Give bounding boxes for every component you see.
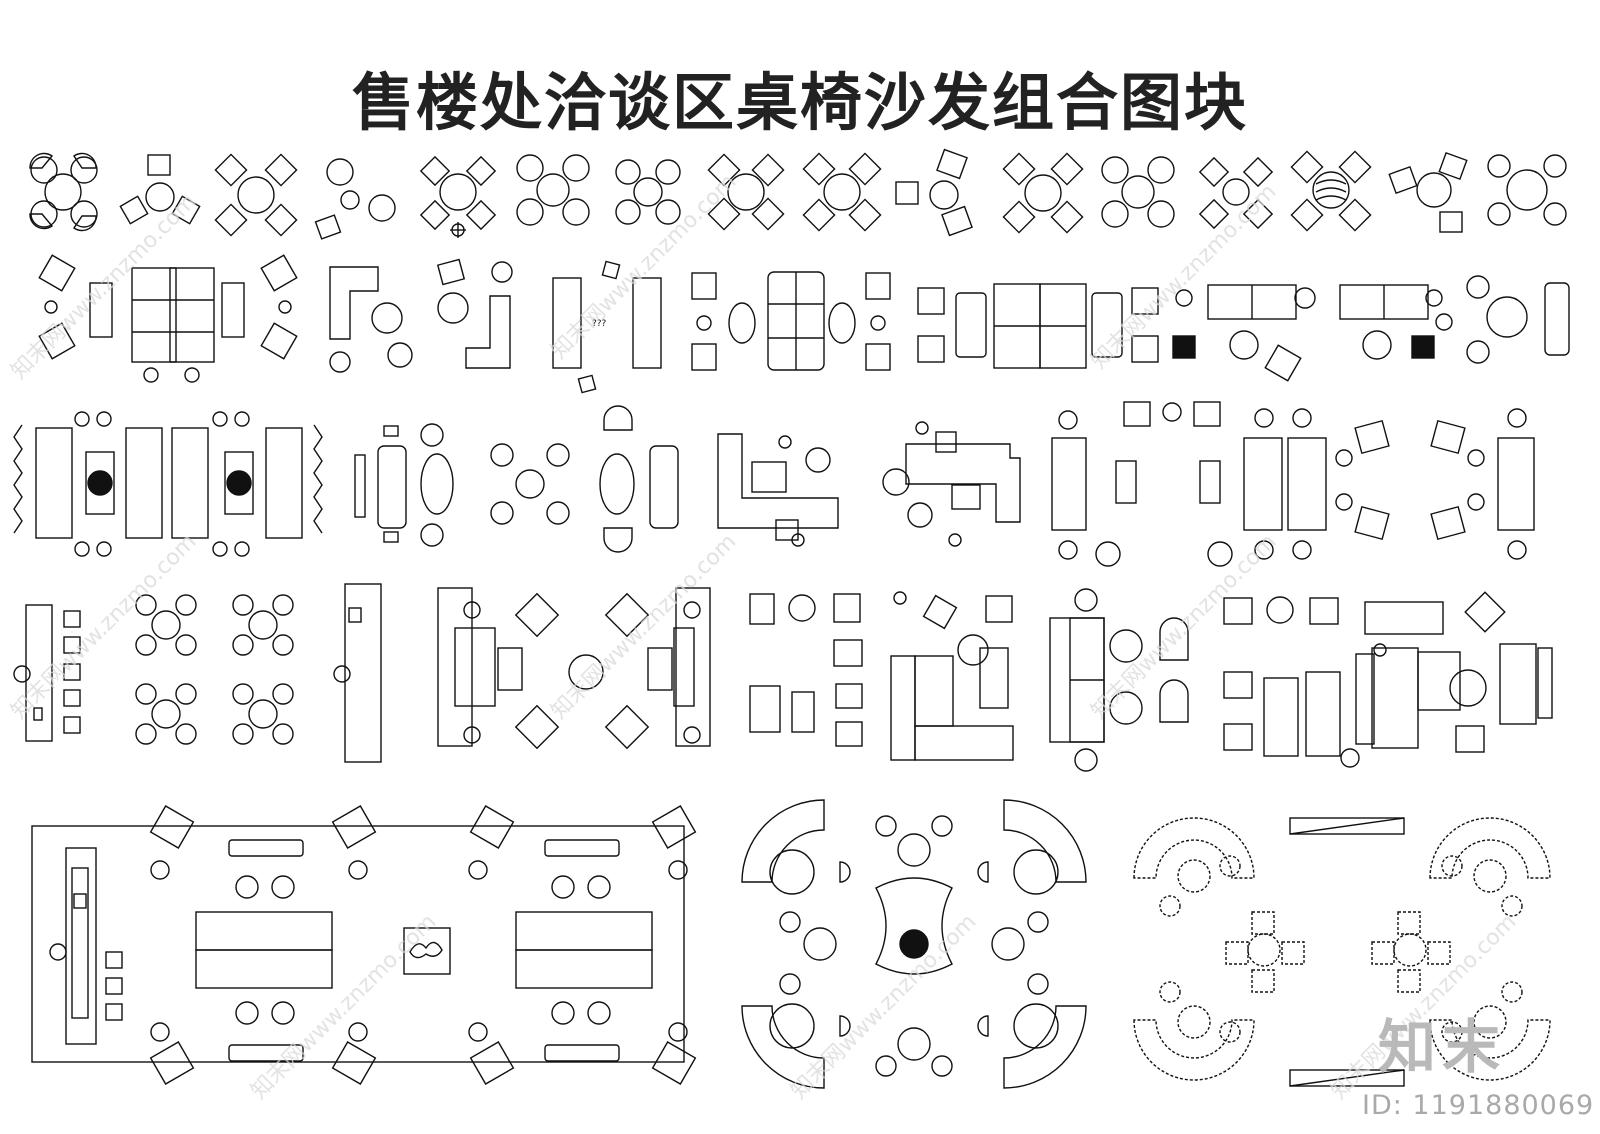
- curved-sofa-plan: [741, 799, 1087, 1089]
- table-set-16: [1487, 154, 1567, 226]
- table-set-10: [895, 148, 973, 237]
- sofa-group-7: [1172, 284, 1316, 382]
- watermark-tile: 知末网www.znzmo.com: [787, 909, 982, 1104]
- lounge-group-1: [13, 411, 323, 557]
- sofa-group-11: [1223, 591, 1553, 768]
- row-5-large-plans: [31, 799, 1551, 1089]
- table-set-5: [419, 155, 497, 238]
- watermark-brand: 知末: [1378, 1013, 1507, 1081]
- lounge-group-5: [882, 421, 1021, 547]
- page-title: 售楼处洽谈区桌椅沙发组合图块: [351, 66, 1248, 139]
- row-3-lounge-groups: [13, 401, 1535, 567]
- table-set-2: [119, 154, 201, 225]
- table-set-1: [29, 152, 98, 232]
- row-1-table-sets: [29, 148, 1567, 240]
- table-set-12: [1101, 156, 1175, 228]
- sofa-group-6: [917, 283, 1159, 369]
- table-set-3: [214, 153, 298, 237]
- reception-counter-mid: [333, 583, 382, 763]
- table-set-14: [1290, 150, 1372, 232]
- dashed-curved-plan: [1133, 817, 1551, 1081]
- watermark-tile: 知末网www.znzmo.com: [7, 529, 202, 724]
- table-set-13: [1198, 156, 1274, 230]
- table-set-7: [615, 159, 681, 225]
- round-table-quad: [135, 594, 294, 745]
- lounge-group-7: [1243, 408, 1535, 560]
- watermark-id-label: ID: 1191880069: [1362, 1090, 1595, 1121]
- sofa-group-note: ???: [592, 319, 607, 329]
- lounge-group-2: [354, 423, 454, 547]
- table-set-9: [802, 152, 882, 232]
- watermark-tiles: 知末网www.znzmo.com 知末网www.znzmo.com 知末网www…: [7, 169, 1522, 1104]
- row-2-sofa-groups: ???: [38, 254, 1570, 394]
- watermark-tile: 知末网www.znzmo.com: [547, 529, 742, 724]
- lounge-group-4: [717, 433, 839, 547]
- sofa-group-3: [436, 258, 513, 369]
- sofa-group-2: [329, 266, 413, 373]
- chair-table-block: [749, 593, 863, 747]
- table-set-4: [314, 158, 396, 240]
- table-set-15: [1388, 151, 1468, 233]
- sofa-group-9: [437, 587, 711, 750]
- lounge-group-3: [490, 405, 679, 553]
- row-4-dining-and-sofa-groups: [13, 583, 1553, 772]
- table-set-8: [707, 153, 785, 231]
- sofa-group-8: [1339, 275, 1570, 364]
- watermark-tile: 知末网www.znzmo.com: [7, 189, 202, 384]
- corner-sofa-group: [890, 591, 1014, 761]
- large-lounge-plan: [31, 805, 697, 1085]
- table-set-6: [516, 154, 590, 226]
- display-panels: [1289, 817, 1405, 1087]
- sofa-group-1: [38, 254, 298, 383]
- lounge-group-6: [1051, 401, 1233, 567]
- sofa-group-10: [1049, 588, 1189, 772]
- sofa-group-5: [691, 271, 891, 371]
- table-set-11: [1002, 152, 1084, 234]
- sofa-group-4: ???: [552, 260, 662, 394]
- reception-bar-left: [13, 604, 81, 742]
